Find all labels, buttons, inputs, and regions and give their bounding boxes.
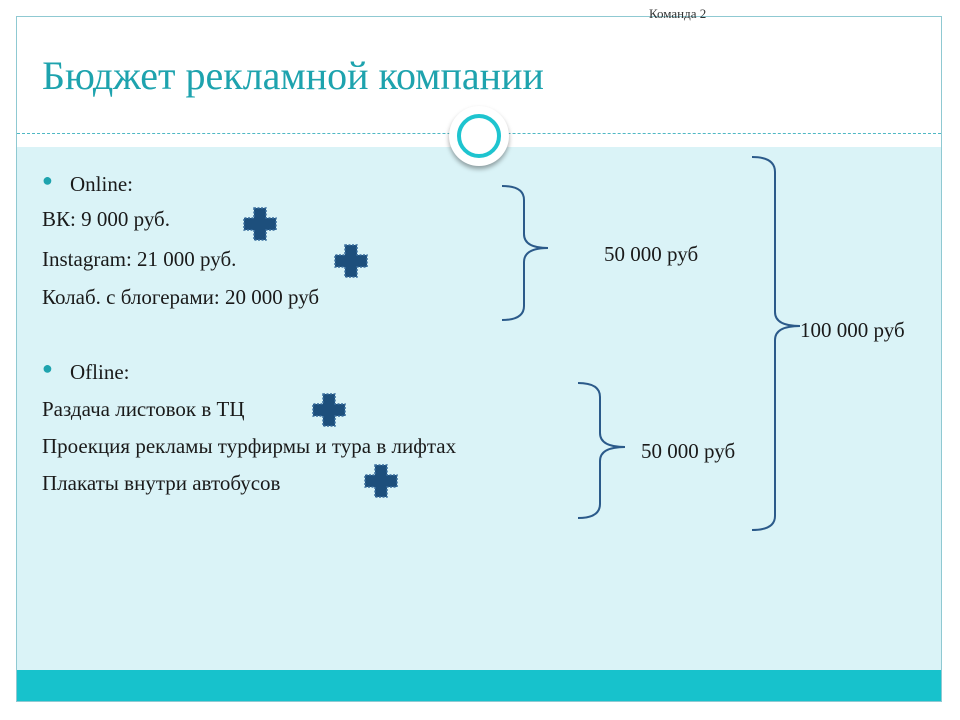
online-item-vk: ВК: 9 000 руб. [42, 207, 170, 231]
decorative-circle-icon [449, 106, 509, 166]
grand-total-brace [751, 156, 801, 531]
team-label: Команда 2 [649, 6, 707, 21]
offline-total: 50 000 руб [641, 439, 736, 463]
bullet-dot-icon: ● [42, 170, 53, 190]
bullet-dot-icon: ● [42, 358, 53, 378]
slide-frame [16, 16, 942, 702]
plus-icon [312, 393, 346, 427]
online-total: 50 000 руб [604, 242, 699, 266]
plus-icon [364, 464, 398, 498]
offline-brace [577, 382, 626, 519]
online-item-instagram: Instagram: 21 000 руб. [42, 247, 237, 271]
online-brace [501, 185, 549, 321]
grand-total: 100 000 руб [800, 318, 905, 342]
offline-item-elevator-projection: Проекция рекламы турфирмы и тура в лифта… [42, 434, 457, 458]
offline-heading: Ofline: [70, 360, 130, 384]
online-heading: Online: [70, 172, 133, 196]
offline-item-leaflets: Раздача листовок в ТЦ [42, 397, 245, 421]
offline-item-bus-posters: Плакаты внутри автобусов [42, 471, 281, 495]
plus-icon [243, 207, 277, 241]
footer-bar [17, 670, 941, 701]
plus-icon [334, 244, 368, 278]
slide-title: Бюджет рекламной компании [42, 53, 544, 98]
online-item-bloggers: Колаб. с блогерами: 20 000 руб [42, 285, 320, 309]
content-area [17, 147, 941, 670]
circle-ring [457, 114, 501, 158]
